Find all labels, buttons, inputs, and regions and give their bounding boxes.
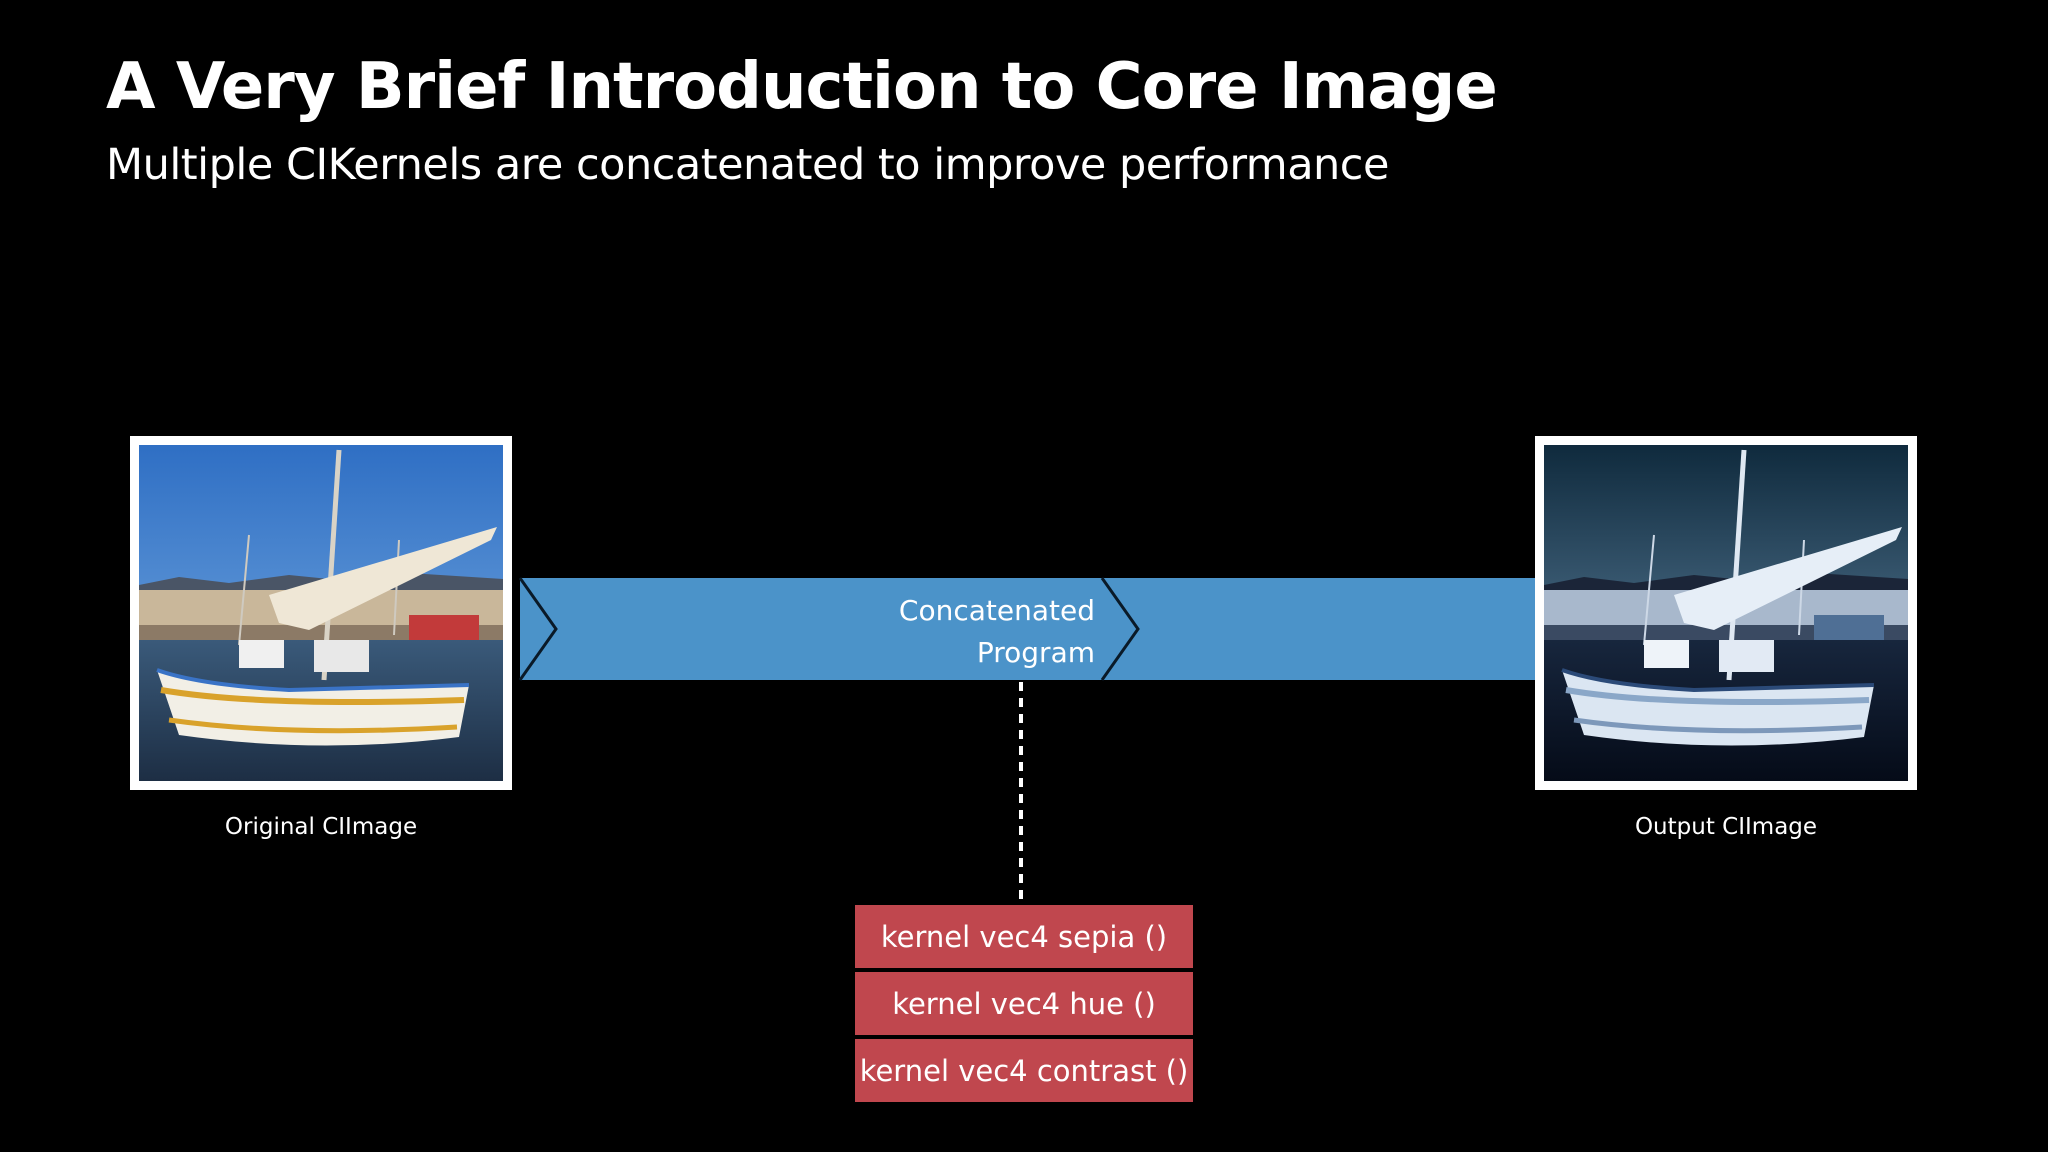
chevron-left	[520, 578, 556, 680]
kernel-hue: kernel vec4 hue ()	[855, 972, 1193, 1035]
band-segment-right	[1102, 578, 1535, 680]
program-label-line2: Program	[899, 632, 1095, 674]
original-image	[130, 436, 512, 790]
output-image-caption: Output CIImage	[1535, 814, 1917, 840]
kernel-contrast: kernel vec4 contrast ()	[855, 1039, 1193, 1102]
slide-subtitle: Multiple CIKernels are concatenated to i…	[106, 140, 1389, 190]
program-label-line1: Concatenated	[899, 590, 1095, 632]
program-label: Concatenated Program	[899, 590, 1095, 674]
original-image-caption: Original CIImage	[130, 814, 512, 840]
chevron-right	[1102, 578, 1138, 680]
slide-title: A Very Brief Introduction to Core Image	[106, 50, 1497, 124]
output-boat-photo	[1544, 445, 1908, 781]
output-image	[1535, 436, 1917, 790]
kernel-sepia: kernel vec4 sepia ()	[855, 905, 1193, 968]
original-boat-photo	[139, 445, 503, 781]
